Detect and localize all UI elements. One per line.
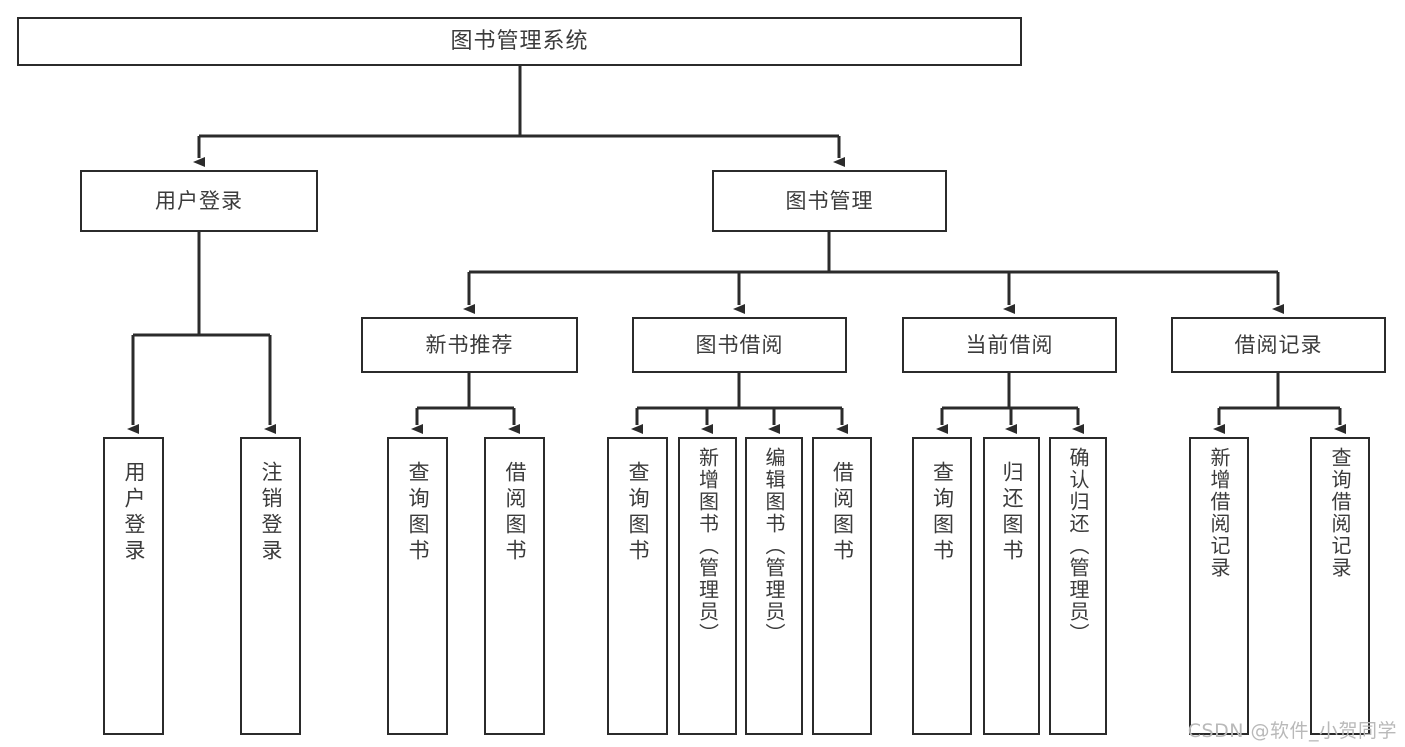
node-leaf-6: 编辑图书（管理员） <box>745 437 803 735</box>
node-leaf-0: 用户登录 <box>103 437 164 735</box>
node-level3-0: 新书推荐 <box>361 317 578 373</box>
node-label: 借阅图书 <box>830 461 855 565</box>
node-leaf-10: 确认归还（管理员） <box>1049 437 1107 735</box>
node-level3-2: 当前借阅 <box>902 317 1117 373</box>
node-leaf-3: 借阅图书 <box>484 437 545 735</box>
node-label: 图书管理系统 <box>450 28 589 54</box>
node-label: 查询借阅记录 <box>1328 447 1352 579</box>
node-label: 借阅记录 <box>1234 332 1323 357</box>
node-label: 新增图书（管理员） <box>695 447 720 645</box>
node-label: 编辑图书（管理员） <box>762 447 786 645</box>
node-leaf-7: 借阅图书 <box>812 437 872 735</box>
node-leaf-2: 查询图书 <box>387 437 448 735</box>
node-level3-3: 借阅记录 <box>1171 317 1386 373</box>
node-label: 确认归还（管理员） <box>1066 447 1090 645</box>
node-label: 用户登录 <box>155 188 243 213</box>
node-root-图书管理系统: 图书管理系统 <box>17 17 1022 66</box>
node-label: 查询图书 <box>626 461 650 565</box>
node-level2-1: 图书管理 <box>712 170 947 232</box>
node-leaf-11: 新增借阅记录 <box>1189 437 1249 735</box>
node-label: 图书管理 <box>785 188 874 213</box>
node-label: 查询图书 <box>406 461 430 565</box>
node-level2-0: 用户登录 <box>80 170 318 232</box>
node-leaf-8: 查询图书 <box>912 437 972 735</box>
node-label: 新增借阅记录 <box>1207 447 1231 579</box>
csdn-watermark: CSDN @软件_小贺同学 <box>1187 720 1397 742</box>
node-leaf-12: 查询借阅记录 <box>1310 437 1370 735</box>
node-label: 查询图书 <box>930 461 955 565</box>
node-label: 归还图书 <box>1000 461 1024 565</box>
node-label: 新书推荐 <box>425 332 514 357</box>
node-label: 用户登录 <box>122 461 146 565</box>
node-leaf-9: 归还图书 <box>983 437 1040 735</box>
node-leaf-4: 查询图书 <box>607 437 668 735</box>
node-label: 图书借阅 <box>695 332 784 357</box>
node-level3-1: 图书借阅 <box>632 317 847 373</box>
node-label: 当前借阅 <box>965 332 1054 357</box>
node-leaf-5: 新增图书（管理员） <box>678 437 737 735</box>
node-label: 借阅图书 <box>503 461 527 565</box>
node-label: 注销登录 <box>259 461 283 565</box>
node-leaf-1: 注销登录 <box>240 437 301 735</box>
